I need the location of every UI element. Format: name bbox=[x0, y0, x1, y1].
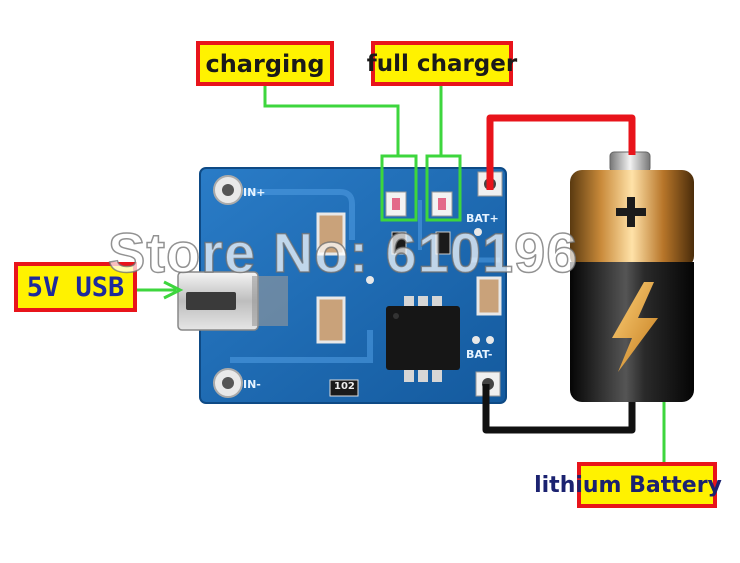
negative-wire bbox=[482, 384, 636, 434]
full-charger-label-text: full charger bbox=[366, 50, 518, 77]
charger-board bbox=[199, 167, 507, 404]
charging-label: charging bbox=[196, 41, 334, 86]
bat-plus-label: BAT+ bbox=[466, 212, 499, 225]
in-minus-pad bbox=[213, 368, 243, 398]
leader-lines bbox=[137, 86, 666, 462]
in-plus-pad bbox=[213, 175, 243, 205]
full-charger-led bbox=[431, 191, 453, 217]
resistor-code-label: 102 bbox=[334, 381, 355, 392]
plus-icon bbox=[616, 197, 646, 227]
in-plus-label: IN+ bbox=[243, 186, 266, 199]
mini-usb-connector bbox=[177, 271, 288, 331]
full-charger-label: full charger bbox=[367, 41, 517, 86]
positive-wire bbox=[486, 114, 636, 190]
usb-input-label-text: 5V USB bbox=[26, 271, 125, 303]
battery-label-text: lithium Battery bbox=[534, 472, 722, 498]
charging-label-text: charging bbox=[205, 49, 325, 78]
lithium-battery bbox=[570, 151, 694, 402]
usb-input-label: 5V USB bbox=[14, 262, 137, 312]
charger-ic bbox=[386, 296, 460, 382]
charging-led bbox=[385, 191, 407, 217]
battery-label: lithium Battery bbox=[534, 462, 722, 508]
bat-minus-label: BAT- bbox=[466, 348, 493, 361]
in-minus-label: IN- bbox=[243, 378, 261, 391]
lightning-bolt-icon bbox=[612, 282, 658, 372]
